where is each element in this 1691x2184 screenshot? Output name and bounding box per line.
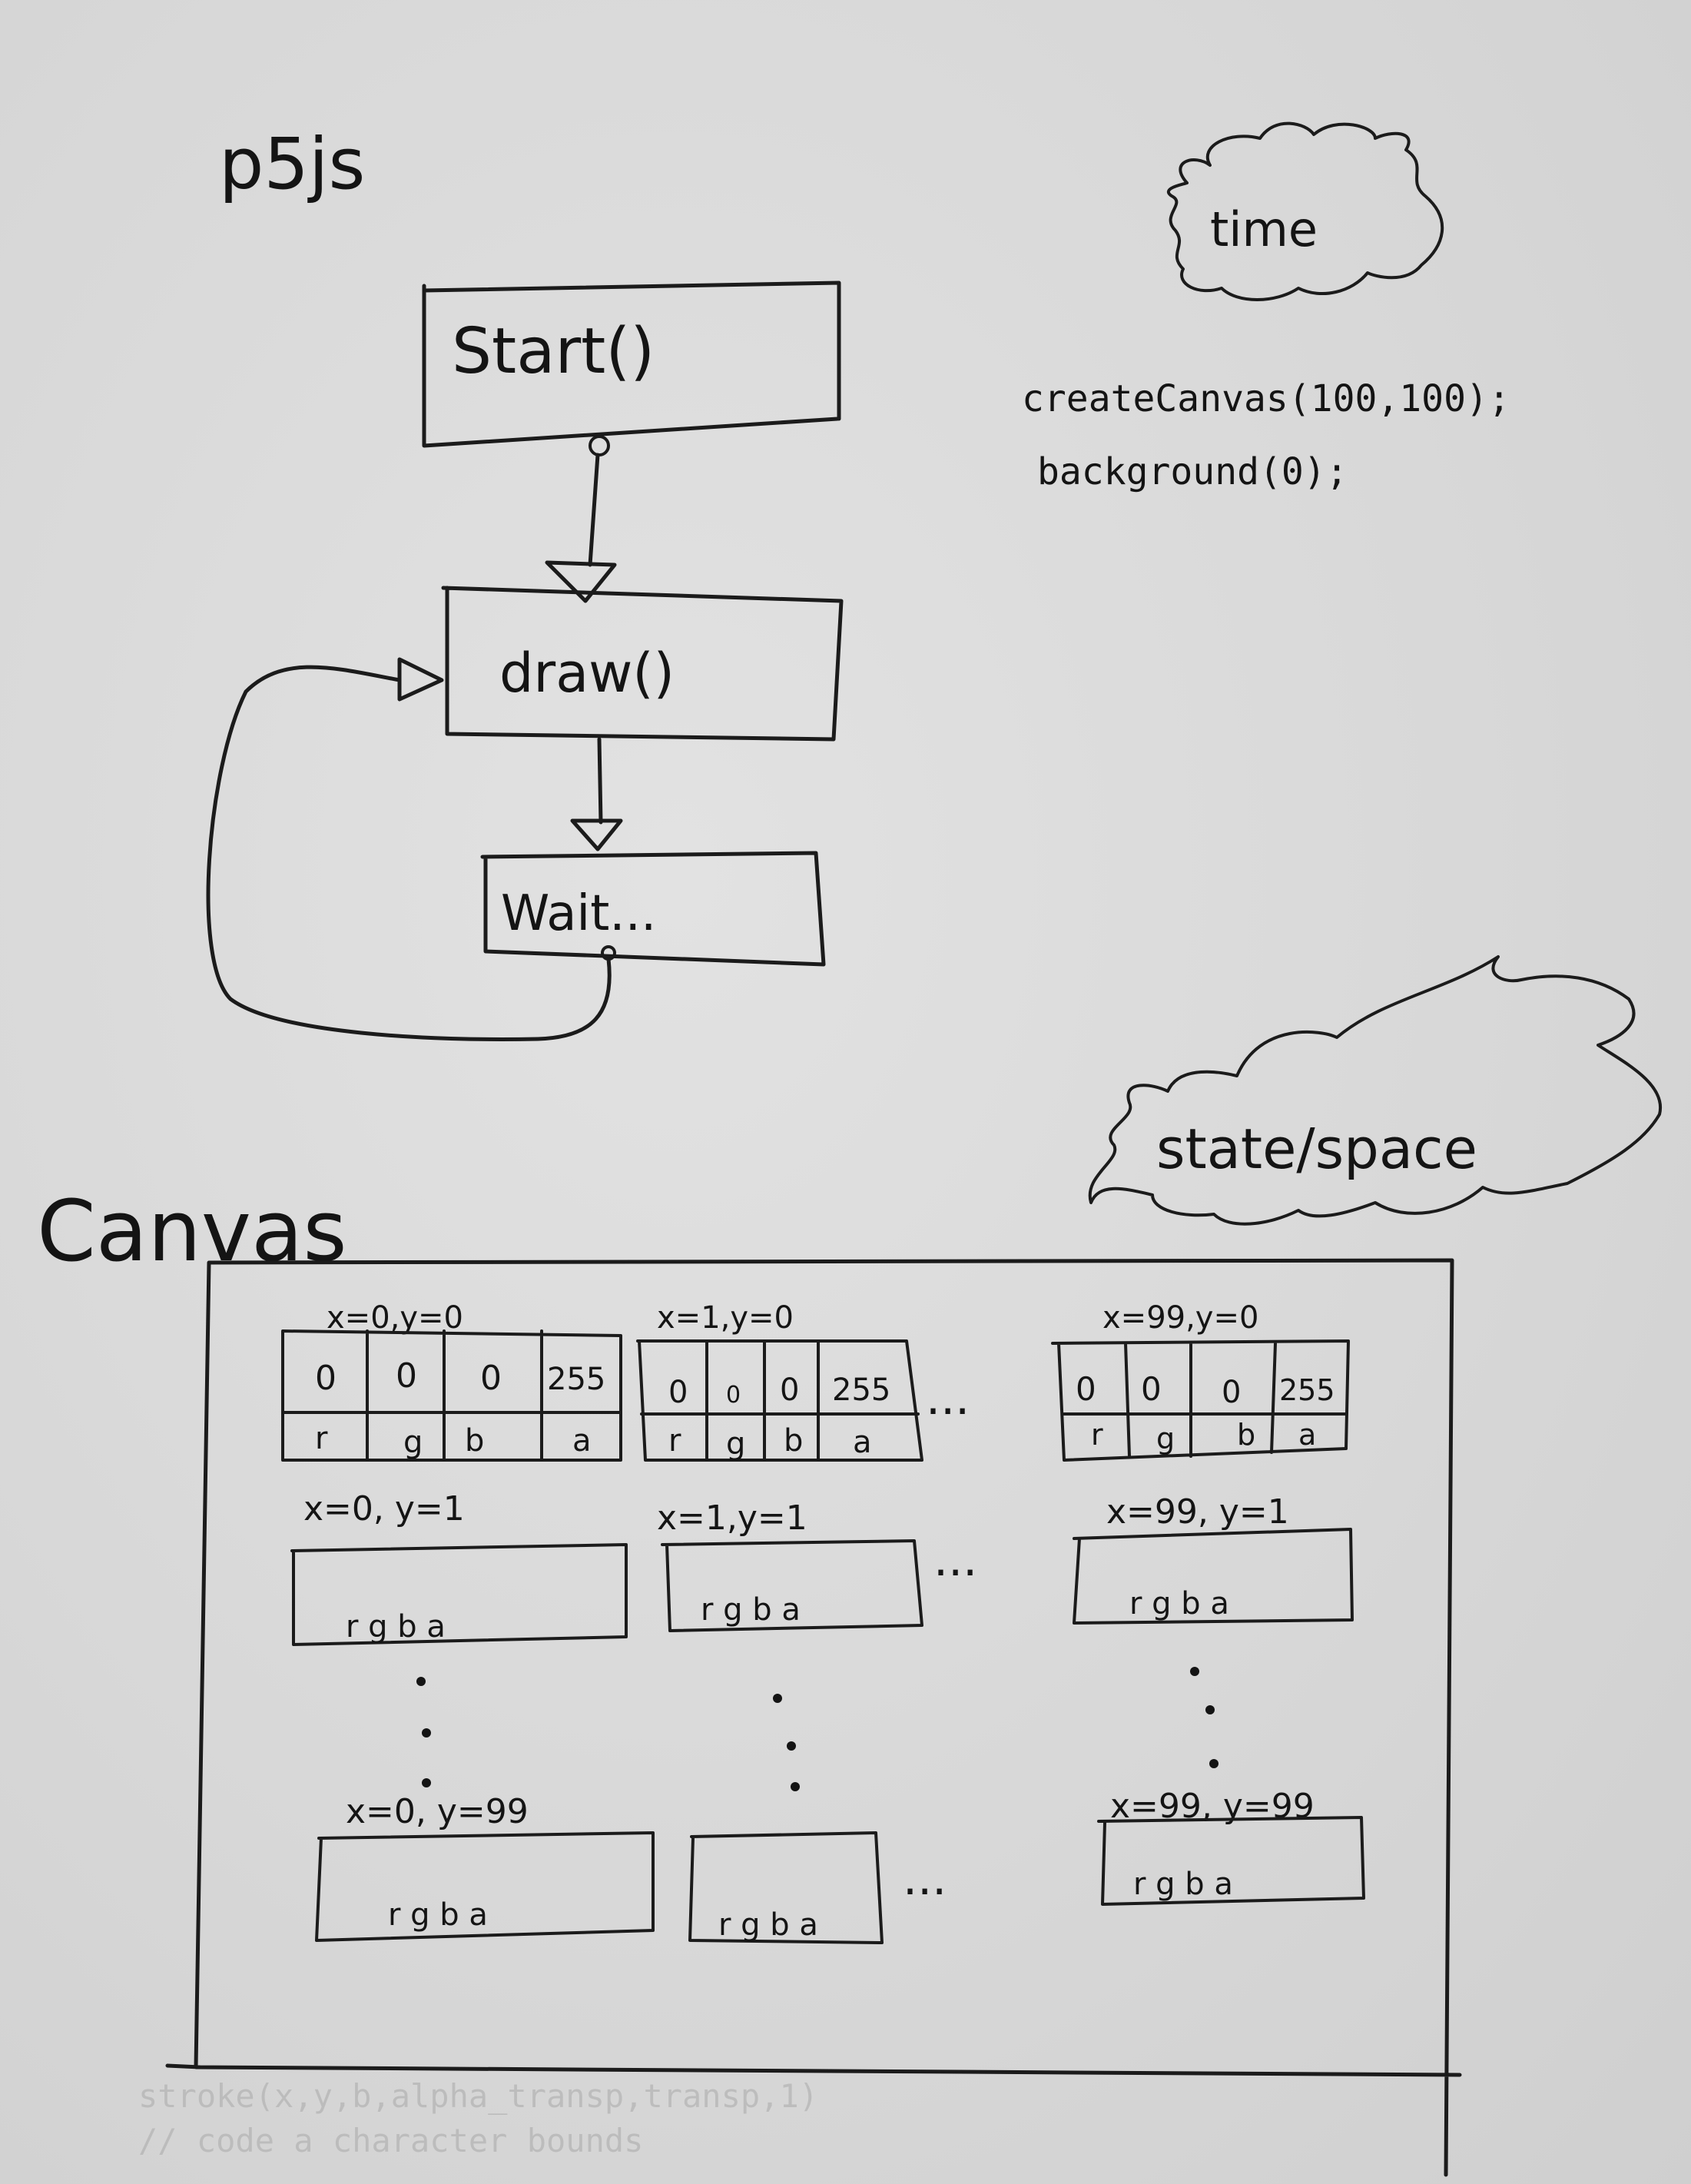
pixel-channels: r g b a: [388, 1897, 488, 1933]
pixel-table-grid: [281, 1329, 622, 1462]
vertical-ellipsis-col1: [773, 1694, 800, 1791]
pixel-box-outline: [290, 1543, 628, 1646]
channel-g: g: [403, 1425, 423, 1460]
start-connector-dot: [589, 435, 610, 456]
pixel-value-b: 0: [780, 1372, 799, 1408]
start-label: Start(): [452, 315, 655, 388]
draw-label: draw(): [499, 642, 675, 705]
pixel-coord-label: x=1,y=0: [657, 1300, 794, 1336]
pixel-value-r: 0: [315, 1359, 337, 1398]
flowchart: Start() draw() Wait...: [206, 280, 844, 1041]
pixel-box-outline: [688, 1831, 884, 1944]
pixel-channels: r g b a: [1133, 1867, 1233, 1902]
pixel-box-outline: [315, 1831, 655, 1942]
time-cloud: time: [1167, 121, 1444, 301]
channel-b: b: [1237, 1418, 1255, 1452]
channel-g: g: [726, 1426, 745, 1462]
pixel-value-b: 0: [1222, 1375, 1241, 1410]
channel-a: a: [1298, 1418, 1316, 1452]
pixel-coord-label: x=99,y=0: [1102, 1300, 1258, 1336]
pixel-value-a: 255: [547, 1362, 605, 1397]
state-space-cloud-outline: [1088, 955, 1663, 1226]
pixel-box-outline: [1097, 1816, 1365, 1906]
pixel-value-r: 0: [668, 1375, 688, 1410]
pixel-table-grid: [636, 1339, 923, 1462]
vertical-ellipsis-col2: [1190, 1667, 1219, 1768]
pixel-value-g: 0: [726, 1382, 741, 1409]
pixel-coord-label: x=99, y=1: [1106, 1492, 1289, 1532]
channel-r: r: [315, 1421, 328, 1456]
pixel-table-grid: [1051, 1339, 1350, 1462]
pixel-box-x1-y99: r g b a: [688, 1831, 884, 1944]
pixel-coord-label: x=0, y=99: [346, 1792, 529, 1831]
pixel-box-outline: [1073, 1528, 1354, 1625]
channel-a: a: [853, 1425, 872, 1460]
arrowhead-loop: [397, 657, 444, 702]
pixel-box-x0-y99: x=0, y=99 r g b a: [315, 1792, 655, 1942]
time-cloud-label: time: [1210, 201, 1318, 257]
pixel-channels: r g b a: [718, 1907, 818, 1943]
canvas-frame: [165, 1258, 1462, 2177]
arrow-start-to-draw: [588, 453, 600, 567]
pixel-channels: r g b a: [1129, 1586, 1229, 1621]
code-line-background: background(0);: [1037, 450, 1348, 493]
arrow-draw-to-wait: [597, 737, 603, 825]
pixel-box-outline: [661, 1539, 923, 1632]
arrowhead-wait: [570, 818, 623, 851]
pixel-value-a: 255: [832, 1372, 890, 1408]
time-cloud-outline: [1167, 121, 1444, 301]
wait-box: [480, 851, 826, 967]
pixel-table-x99-y0: x=99,y=0 0 0 0 255 r g b a: [1051, 1300, 1350, 1462]
vertical-ellipsis-col0: [416, 1677, 431, 1787]
pixel-box-x99-y1: x=99, y=1 r g b a: [1073, 1492, 1354, 1625]
channel-b: b: [784, 1423, 803, 1459]
pixel-value-r: 0: [1076, 1370, 1096, 1408]
pixel-value-g: 0: [396, 1356, 417, 1396]
pixel-table-x1-y0: x=1,y=0 0 0 0 255 r g b a: [636, 1300, 923, 1462]
pixel-box-x0-y1: x=0, y=1 r g b a: [290, 1489, 628, 1646]
channel-b: b: [465, 1423, 484, 1459]
pixel-value-a: 255: [1279, 1373, 1335, 1407]
pixel-coord-label: x=1,y=1: [657, 1499, 807, 1538]
state-space-cloud: state/space: [1088, 955, 1663, 1226]
pixel-channels: r g b a: [346, 1609, 446, 1645]
pixel-table-x0-y0: x=0,y=0 0 0 0 255 r g b a: [281, 1300, 622, 1462]
faint-footer-line-1: stroke(x,y,b,alpha_transp,transp,1): [138, 2077, 818, 2115]
pixel-value-b: 0: [480, 1359, 502, 1398]
page-title: p5js: [219, 123, 365, 205]
code-line-create-canvas: createCanvas(100,100);: [1022, 377, 1510, 420]
loop-back-arrow: [206, 665, 612, 1041]
faint-footer: stroke(x,y,b,alpha_transp,transp,1) // c…: [138, 2077, 818, 2159]
row0-ellipsis: ...: [926, 1372, 970, 1426]
pixel-box-x99-y99: x=99, y=99 r g b a: [1097, 1787, 1365, 1906]
channel-g: g: [1156, 1422, 1175, 1455]
channel-a: a: [572, 1423, 592, 1459]
pixel-box-x1-y1: x=1,y=1 r g b a: [657, 1499, 923, 1632]
row1-ellipsis: ...: [933, 1533, 977, 1587]
faint-footer-line-2: // code a character bounds: [138, 2122, 643, 2159]
wait-label: Wait...: [501, 885, 656, 942]
start-box: [422, 280, 841, 448]
channel-r: r: [668, 1423, 681, 1459]
pixel-coord-label: x=0,y=0: [327, 1300, 463, 1336]
canvas-label: Canvas: [37, 1182, 347, 1280]
draw-box: [441, 586, 844, 742]
pixel-value-g: 0: [1141, 1370, 1162, 1408]
pixel-coord-label: x=0, y=1: [303, 1489, 465, 1528]
row99-ellipsis: ...: [903, 1852, 947, 1906]
channel-r: r: [1091, 1418, 1103, 1452]
pixel-channels: r g b a: [701, 1592, 801, 1628]
arrowhead-draw: [545, 560, 617, 603]
state-space-label: state/space: [1156, 1117, 1477, 1181]
